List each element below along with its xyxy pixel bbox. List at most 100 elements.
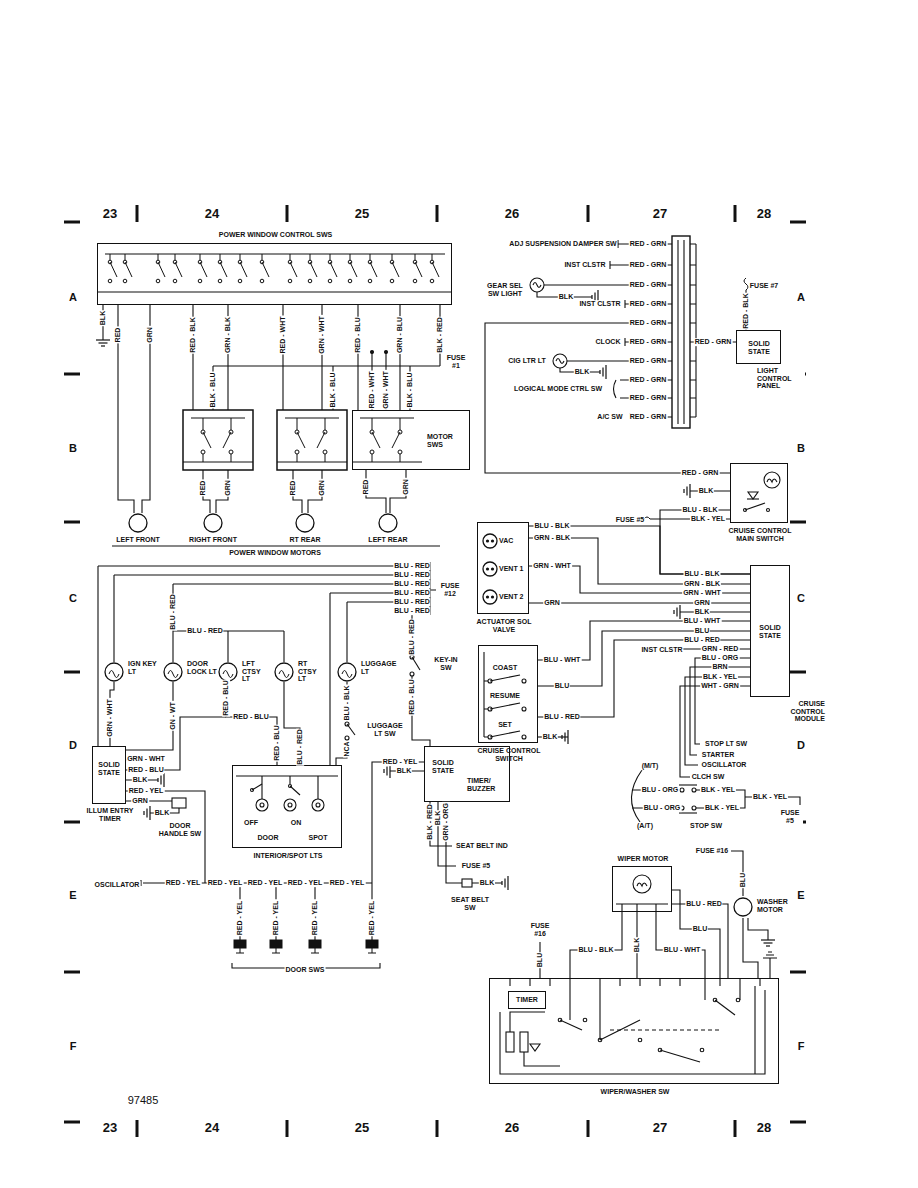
timer-relay: TIMER xyxy=(508,991,546,1009)
entry-timer: SOLID STATEILLUM ENTRY TIMER xyxy=(92,746,126,804)
node-label: RT CTSY LT xyxy=(298,660,322,683)
wire xyxy=(226,682,277,765)
buzzer-timer: SOLID STATETIMER/ BUZZER xyxy=(424,746,510,802)
wire xyxy=(529,538,750,584)
wire-label: OSCILLATOR xyxy=(701,761,748,769)
wire-label: BLU - BLK xyxy=(343,685,351,722)
wire-label: CLOCK xyxy=(595,338,622,346)
wire-label: NCA xyxy=(343,740,351,757)
node-label: SOLID STATE xyxy=(753,624,787,639)
node-label: VAC xyxy=(499,537,526,545)
wire-label: RED - BLK xyxy=(189,316,197,353)
wire-color-label: GN - WT xyxy=(169,701,177,731)
wire-label: RED - YEL xyxy=(165,879,202,887)
lamp: RT CTSY LT xyxy=(274,662,294,682)
grid-reference: E xyxy=(68,889,77,901)
wiper-motor: WIPER MOTOR xyxy=(612,866,672,912)
wire-label: RED xyxy=(199,480,207,497)
wire-label: BLK xyxy=(542,733,558,741)
wire-label: INST CLSTR xyxy=(640,646,683,654)
wire-label: GRN xyxy=(318,479,326,497)
wire-label: OSCILLATOR xyxy=(94,881,141,889)
lamp: IGN KEY LT xyxy=(104,662,124,682)
wire-color-label: GRN xyxy=(146,326,154,344)
grid-reference: C xyxy=(796,592,806,604)
wire-color-label: RED - BLU xyxy=(354,316,362,353)
wire-label: RED - YEL xyxy=(368,900,376,937)
node-label: LEFT FRONT xyxy=(108,536,168,544)
wire-label: BLU xyxy=(692,925,708,933)
wire-label: RED - GRN xyxy=(629,281,668,289)
wiper-switch: WIPER/WASHER SWTIMER xyxy=(489,978,779,1084)
wire-label: RED - GRN xyxy=(629,300,668,308)
grid-reference: D xyxy=(796,739,806,751)
node-label: TIMER xyxy=(511,996,543,1004)
cruise-module: SOLID STATECRUISE CONTROL MODULE xyxy=(750,565,790,697)
wire-label: FUSE #7 xyxy=(749,282,779,290)
wire-label: RED - GRN xyxy=(629,413,668,421)
wire-label: BLU - RED xyxy=(393,580,430,588)
wire-label: LUGGAGE LT SW xyxy=(364,722,406,737)
wire-label: DOOR xyxy=(257,834,280,842)
wire-label: BLU xyxy=(536,952,544,968)
wire-label: GRN xyxy=(693,599,711,607)
wire-color-label: RED xyxy=(362,479,370,496)
node-label: VENT 2 xyxy=(499,593,526,601)
window-motor: RIGHT FRONT xyxy=(203,513,223,533)
wire-label: RED - BLU xyxy=(127,766,164,774)
wire-label: RED - YEL xyxy=(236,900,244,937)
grid-reference: B xyxy=(796,442,806,454)
wire-label: STOP SW xyxy=(689,822,723,830)
grid-reference: A xyxy=(68,291,78,303)
wire-label: BLK xyxy=(434,810,442,826)
wire-color-label: GRN - WHT xyxy=(106,698,114,738)
wire-color-label: BLU - BLK xyxy=(682,506,719,514)
wire-label: RED - BLU xyxy=(408,678,416,715)
wire-label: RED - GRN xyxy=(681,469,720,477)
wire-color-label: BLU - BLK xyxy=(534,522,571,530)
window-motor: LEFT REAR xyxy=(378,513,398,533)
window-motor: LEFT FRONT xyxy=(128,513,148,533)
wire-label: CLCH SW xyxy=(691,773,726,781)
wire-label: BLU - RED xyxy=(393,589,430,597)
node-label: INTERIOR/SPOT LTS xyxy=(233,852,343,860)
wire-label: BLU - BLK xyxy=(684,570,721,578)
wire-label: GRN xyxy=(224,479,232,497)
wire-label: COAST xyxy=(492,664,519,672)
wire-label: RED - GRN xyxy=(694,338,733,346)
node-outline xyxy=(104,662,124,682)
node-outline xyxy=(295,513,315,533)
wire-color-label: GRN xyxy=(543,599,561,607)
node-label: SOLID STATE xyxy=(95,761,123,776)
wire-label: RED - YEL xyxy=(382,758,419,766)
wire-label: SET xyxy=(497,721,513,729)
wire-label: POWER WINDOW MOTORS xyxy=(228,549,322,557)
washer-motor: WASHER MOTOR xyxy=(733,896,800,918)
node-label: ACTUATOR SOL VALVE xyxy=(474,618,534,633)
wire-label: BLU - RED xyxy=(683,636,720,644)
wire-label: (M/T) xyxy=(641,762,660,770)
wire-label: KEY-IN SW xyxy=(430,656,462,671)
node-label: WIPER MOTOR xyxy=(613,855,673,863)
wire-label: RED - YEL xyxy=(207,879,244,887)
wire-label: WHT - GRN xyxy=(700,682,740,690)
wire-label: BLK - BLU xyxy=(209,372,217,409)
wire-label: RESUME xyxy=(489,692,521,700)
wire-label: RED - GRN xyxy=(629,394,668,402)
wire-color-label: BLU xyxy=(554,682,570,690)
grid-reference: 25 xyxy=(354,207,370,221)
wire-label: RED - BLK xyxy=(742,292,750,329)
wire-label: BLK xyxy=(396,767,412,775)
wire-label: GRN - WHT xyxy=(318,315,326,355)
wire-label: RED - YEL xyxy=(287,879,324,887)
wire-label: RED - YEL xyxy=(311,900,319,937)
node-label: ILLUM ENTRY TIMER xyxy=(83,807,137,822)
wire-label: FUSE #5 xyxy=(777,809,803,824)
node-label: POWER WINDOW CONTROL SWS xyxy=(98,231,453,239)
grid-reference: 28 xyxy=(756,1121,772,1135)
grid-reference: C xyxy=(68,592,78,604)
wire-color-label: BLU - WHT xyxy=(543,656,582,664)
wire-label: LOGICAL MODE CTRL SW xyxy=(513,385,603,393)
grid-reference: E xyxy=(796,889,805,901)
